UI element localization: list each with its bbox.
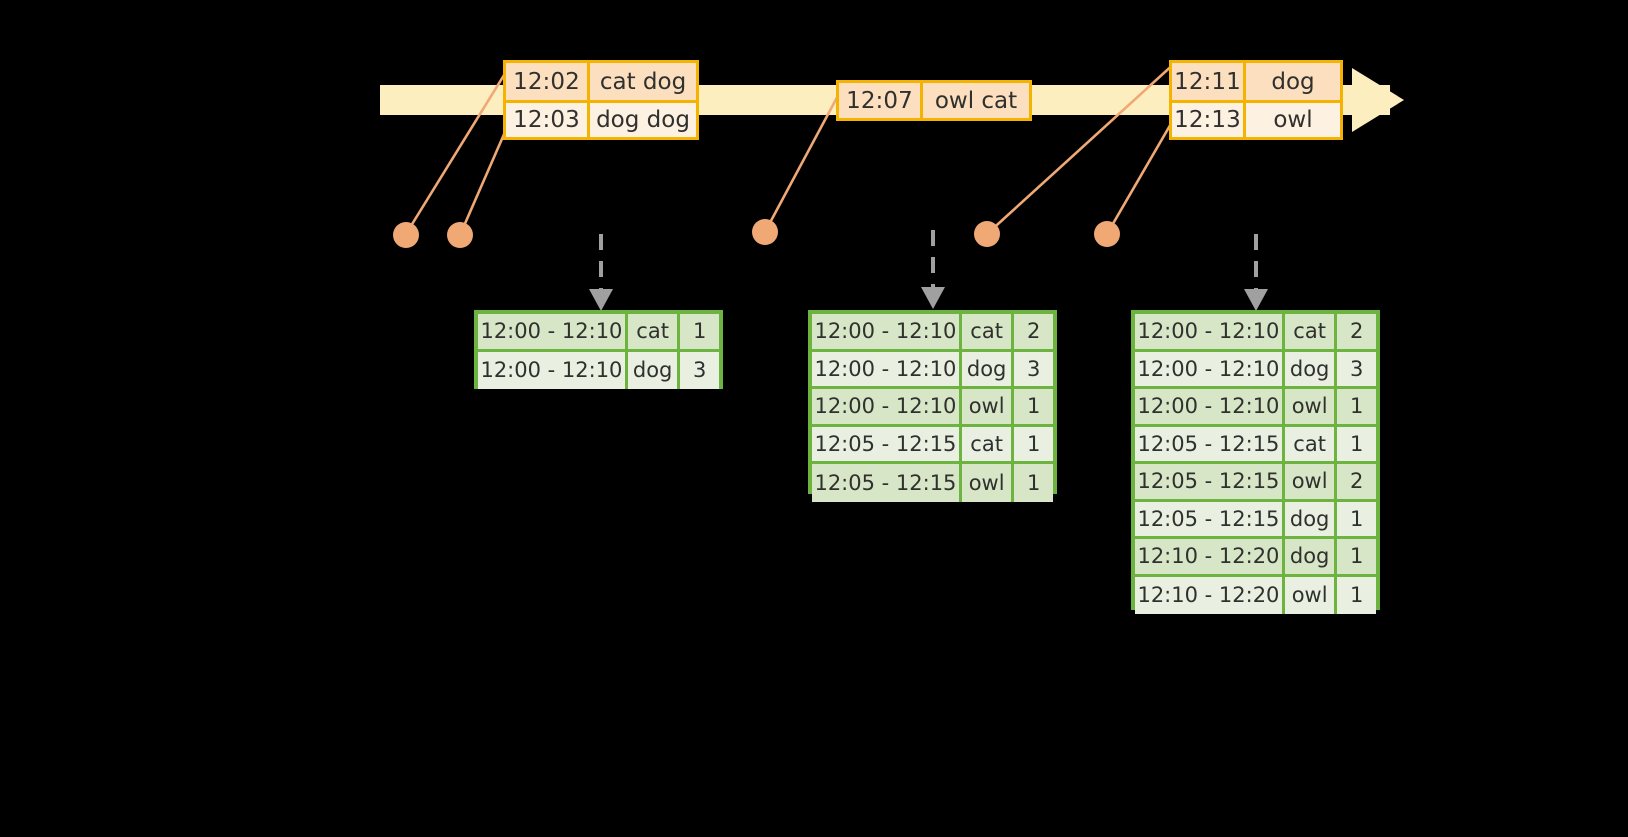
result-table-1[interactable]: 12:00 - 12:10 cat 1 12:00 - 12:10 dog 3 bbox=[474, 310, 723, 389]
event-payload: cat dog bbox=[599, 68, 687, 95]
cell-count: 2 bbox=[1337, 464, 1376, 502]
cell-count: 3 bbox=[1014, 351, 1053, 389]
result-table-3[interactable]: 12:00 - 12:10 cat 2 12:00 - 12:10 dog 3 … bbox=[1131, 310, 1380, 614]
event-row[interactable]: 12:03 dog dog bbox=[506, 100, 696, 137]
table-row[interactable]: 12:00 - 12:10 cat 2 bbox=[1135, 314, 1376, 352]
event-payload: owl cat bbox=[934, 87, 1018, 114]
table-row[interactable]: 12:05 - 12:15 owl 1 bbox=[812, 464, 1053, 502]
cell-window: 12:05 - 12:15 bbox=[1135, 501, 1285, 539]
event-group-1[interactable]: 12:02 cat dog 12:03 dog dog bbox=[503, 60, 699, 140]
cell-key: owl bbox=[961, 389, 1015, 427]
cell-count: 1 bbox=[680, 314, 719, 352]
cell-window: 12:00 - 12:10 bbox=[478, 351, 628, 389]
table-row[interactable]: 12:00 - 12:10 dog 3 bbox=[1135, 351, 1376, 389]
table-row[interactable]: 12:00 - 12:10 dog 3 bbox=[812, 351, 1053, 389]
event-payload: dog dog bbox=[596, 107, 690, 133]
cell-count: 2 bbox=[1014, 314, 1053, 352]
cell-count: 1 bbox=[1337, 539, 1376, 577]
cell-key: owl bbox=[1284, 464, 1338, 502]
event-row[interactable]: 12:11 dog bbox=[1172, 63, 1340, 100]
cell-key: cat bbox=[961, 426, 1015, 464]
dot-2 bbox=[447, 222, 473, 248]
cell-key: dog bbox=[627, 351, 681, 389]
table-row[interactable]: 12:10 - 12:20 owl 1 bbox=[1135, 576, 1376, 614]
table-row[interactable]: 12:05 - 12:15 owl 2 bbox=[1135, 464, 1376, 502]
connector-lines bbox=[404, 61, 1177, 236]
cell-count: 1 bbox=[1014, 389, 1053, 427]
cell-window: 12:00 - 12:10 bbox=[812, 389, 962, 427]
cell-key: cat bbox=[961, 314, 1015, 352]
dot-3 bbox=[752, 219, 778, 245]
cell-window: 12:00 - 12:10 bbox=[478, 314, 628, 352]
event-time: 12:02 bbox=[506, 63, 590, 100]
cell-window: 12:00 - 12:10 bbox=[1135, 351, 1285, 389]
cell-count: 3 bbox=[1337, 351, 1376, 389]
table-row[interactable]: 12:10 - 12:20 dog 1 bbox=[1135, 539, 1376, 577]
cell-count: 2 bbox=[1337, 314, 1376, 352]
dot-4 bbox=[974, 221, 1000, 247]
dashed-arrow-heads bbox=[589, 287, 1268, 311]
cell-count: 1 bbox=[1337, 389, 1376, 427]
dot-5 bbox=[1094, 221, 1120, 247]
cell-window: 12:05 - 12:15 bbox=[1135, 426, 1285, 464]
cell-key: cat bbox=[1284, 314, 1338, 352]
cell-key: dog bbox=[961, 351, 1015, 389]
table-row[interactable]: 12:00 - 12:10 owl 1 bbox=[1135, 389, 1376, 427]
table-row[interactable]: 12:00 - 12:10 cat 1 bbox=[478, 314, 719, 352]
cell-key: dog bbox=[1284, 351, 1338, 389]
event-payload: owl bbox=[1273, 107, 1313, 133]
cell-key: dog bbox=[1284, 501, 1338, 539]
cell-window: 12:00 - 12:10 bbox=[1135, 389, 1285, 427]
result-table-2[interactable]: 12:00 - 12:10 cat 2 12:00 - 12:10 dog 3 … bbox=[808, 310, 1057, 502]
event-row[interactable]: 12:07 owl cat bbox=[839, 83, 1029, 118]
table-row[interactable]: 12:05 - 12:15 cat 1 bbox=[1135, 426, 1376, 464]
event-row[interactable]: 12:13 owl bbox=[1172, 100, 1340, 137]
cell-count: 3 bbox=[680, 351, 719, 389]
table-row[interactable]: 12:00 - 12:10 cat 2 bbox=[812, 314, 1053, 352]
event-time: 12:13 bbox=[1172, 103, 1246, 137]
cell-window: 12:05 - 12:15 bbox=[812, 464, 962, 502]
cell-window: 12:05 - 12:15 bbox=[812, 426, 962, 464]
table-row[interactable]: 12:00 - 12:10 owl 1 bbox=[812, 389, 1053, 427]
cell-count: 1 bbox=[1014, 464, 1053, 502]
table-row[interactable]: 12:00 - 12:10 dog 3 bbox=[478, 351, 719, 389]
cell-window: 12:10 - 12:20 bbox=[1135, 576, 1285, 614]
cell-key: owl bbox=[1284, 389, 1338, 427]
event-group-2[interactable]: 12:07 owl cat bbox=[836, 80, 1032, 121]
cell-key: cat bbox=[627, 314, 681, 352]
event-time: 12:03 bbox=[506, 103, 590, 137]
cell-count: 1 bbox=[1337, 576, 1376, 614]
cell-count: 1 bbox=[1014, 426, 1053, 464]
event-row[interactable]: 12:02 cat dog bbox=[506, 63, 696, 100]
table-row[interactable]: 12:05 - 12:15 dog 1 bbox=[1135, 501, 1376, 539]
event-time: 12:07 bbox=[839, 83, 923, 118]
cell-window: 12:00 - 12:10 bbox=[1135, 314, 1285, 352]
event-group-3[interactable]: 12:11 dog 12:13 owl bbox=[1169, 60, 1343, 140]
cell-window: 12:05 - 12:15 bbox=[1135, 464, 1285, 502]
cell-key: dog bbox=[1284, 539, 1338, 577]
cell-window: 12:00 - 12:10 bbox=[812, 351, 962, 389]
cell-count: 1 bbox=[1337, 501, 1376, 539]
event-payload: dog bbox=[1271, 68, 1315, 95]
dot-1 bbox=[393, 222, 419, 248]
event-time: 12:11 bbox=[1172, 63, 1246, 100]
cell-key: cat bbox=[1284, 426, 1338, 464]
cell-window: 12:10 - 12:20 bbox=[1135, 539, 1285, 577]
cell-window: 12:00 - 12:10 bbox=[812, 314, 962, 352]
event-dots bbox=[393, 219, 1120, 248]
table-row[interactable]: 12:05 - 12:15 cat 1 bbox=[812, 426, 1053, 464]
cell-key: owl bbox=[1284, 576, 1338, 614]
cell-count: 1 bbox=[1337, 426, 1376, 464]
cell-key: owl bbox=[961, 464, 1015, 502]
dashed-arrows bbox=[599, 230, 1258, 290]
